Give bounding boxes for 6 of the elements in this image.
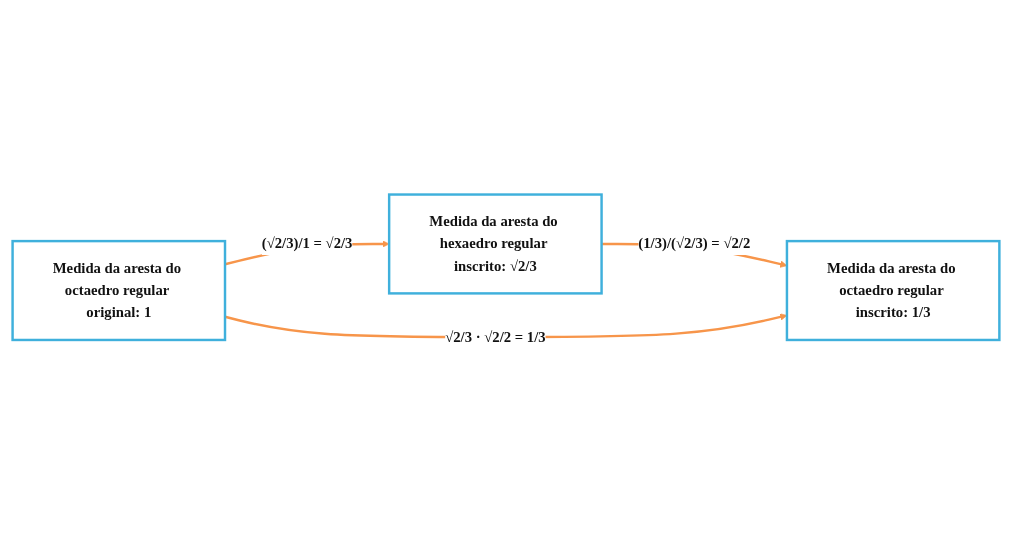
node-box: Medida da aresta do hexaedro regular inscrito: √2/3 [387,193,603,295]
node-box: Medida da aresta do octaedro regular original: 1 [11,240,227,342]
edge-label: (1/3)/(√2/3) = √2/2 [638,235,751,252]
edge-label: (√2/3)/1 = √2/3 [261,235,353,252]
edge-label: √2/3 · √2/2 = 1/3 [445,328,546,346]
node-box: Medida da aresta do octaedro regular inscrito: 1/3 [785,240,1001,342]
